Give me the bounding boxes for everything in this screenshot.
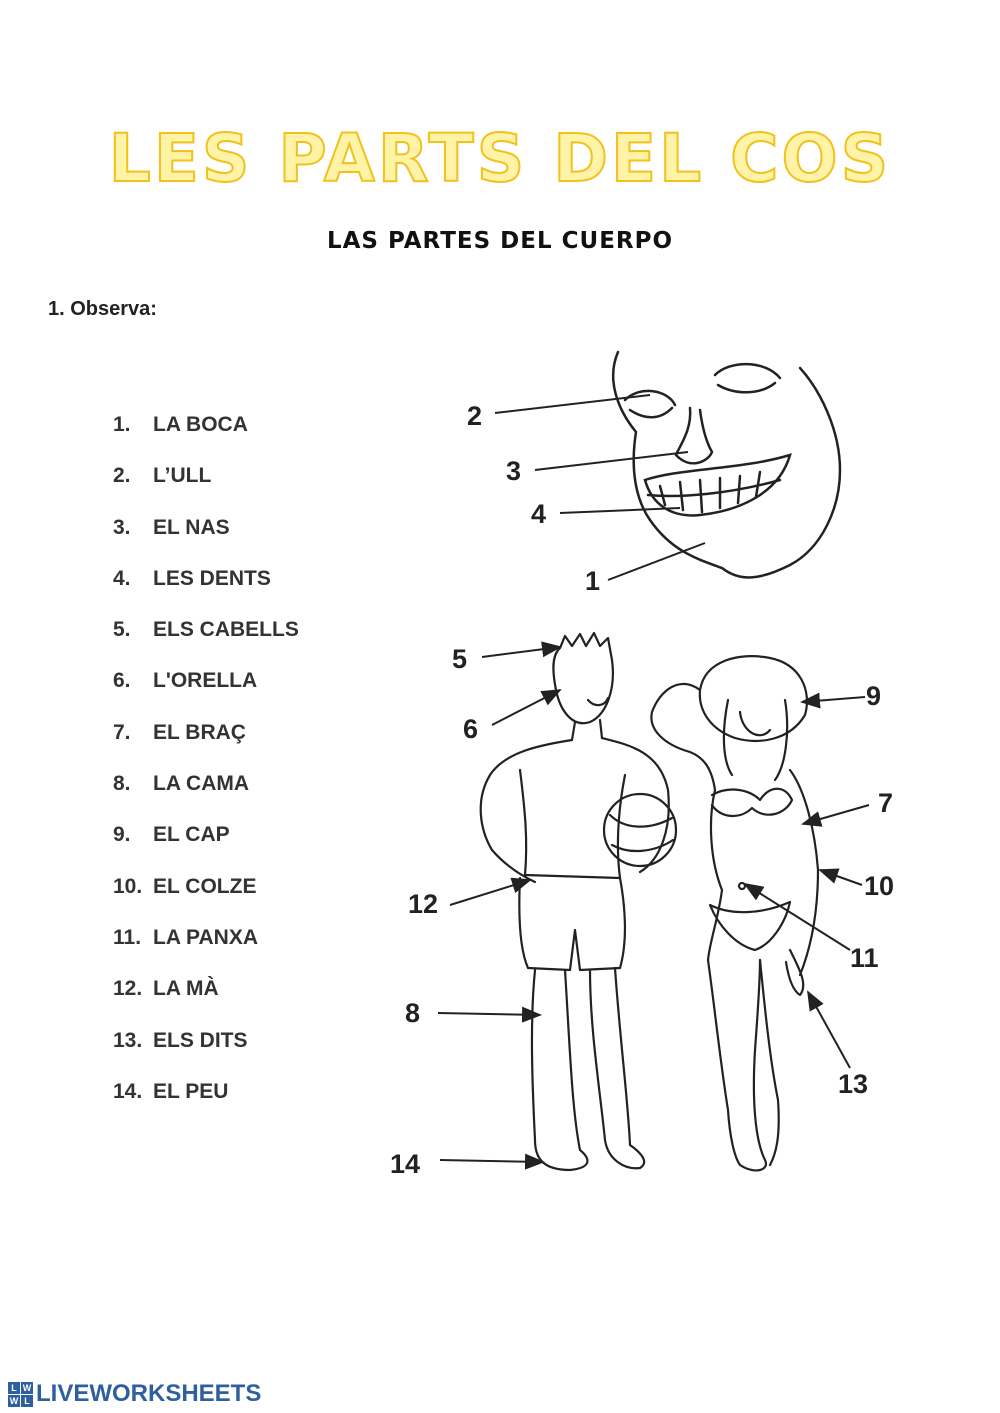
leader-line [494,394,651,414]
vocab-item: 11.LA PANXA [113,925,258,949]
vocab-item: 3.EL NAS [113,515,230,539]
body-parts-illustration: 1 2 3 4 5 6 7 8 9 10 11 12 13 14 [390,350,894,1179]
figure-label: 11 [850,943,879,973]
figure-label: 1 [585,566,600,596]
leader-line [449,877,532,906]
vocab-item: 5.ELS CABELLS [113,618,299,642]
figure-label: 7 [878,788,893,818]
leader-line [607,542,706,581]
face-drawing [611,350,842,579]
leader-line [801,804,870,827]
vocab-item: 9.EL CAP [113,823,230,847]
vocab-item: 10.EL COLZE [113,874,257,898]
figure-label: 13 [838,1069,868,1099]
vocab-item: 4.LES DENTS [113,566,271,590]
vocab-item: 12.LA MÀ [113,977,219,1001]
figure-label: 14 [390,1149,420,1179]
leader-line [439,1153,545,1170]
leader-line [818,868,863,886]
leader-line [481,641,562,658]
vocab-item: 1.LA BOCA [113,413,248,436]
vocab-item: 7.EL BRAÇ [113,720,246,744]
leader-line [559,507,681,514]
leader-line [491,689,562,726]
vocabulary-list: 1.LA BOCA 2.L’ULL 3.EL NAS 4.LES DENTS 5… [113,410,299,1128]
figure-label: 9 [866,681,881,711]
vocab-item: 2.L’ULL [113,464,212,488]
vocab-item: 13.ELS DITS [113,1028,248,1052]
figure-label: 5 [452,644,467,674]
vocab-item: 8.LA CAMA [113,772,250,796]
leader-line [534,451,689,471]
instruction-text: 1. Observa: [48,298,157,320]
worksheet-title: LES PARTS DEL COS [108,119,892,198]
leader-line [437,1006,542,1023]
man-drawing [479,631,678,1172]
leader-line [743,882,851,951]
figure-label: 8 [405,998,420,1028]
figure-label: 12 [408,889,438,919]
vocab-item: 14.EL PEU [113,1079,229,1103]
figure-label: 4 [531,499,546,529]
label-arrows [437,394,870,1170]
worksheet-subtitle: LAS PARTES DEL CUERPO [326,228,674,254]
figure-label: 10 [864,871,894,901]
brand-name: LIVEWORKSHEETS [36,1380,262,1407]
figure-label: 2 [467,401,482,431]
leader-line [807,990,851,1069]
leader-line [800,692,866,709]
figure-label: 3 [506,456,521,486]
vocab-item: 6.L'ORELLA [113,669,258,693]
figure-label: 6 [463,714,478,744]
